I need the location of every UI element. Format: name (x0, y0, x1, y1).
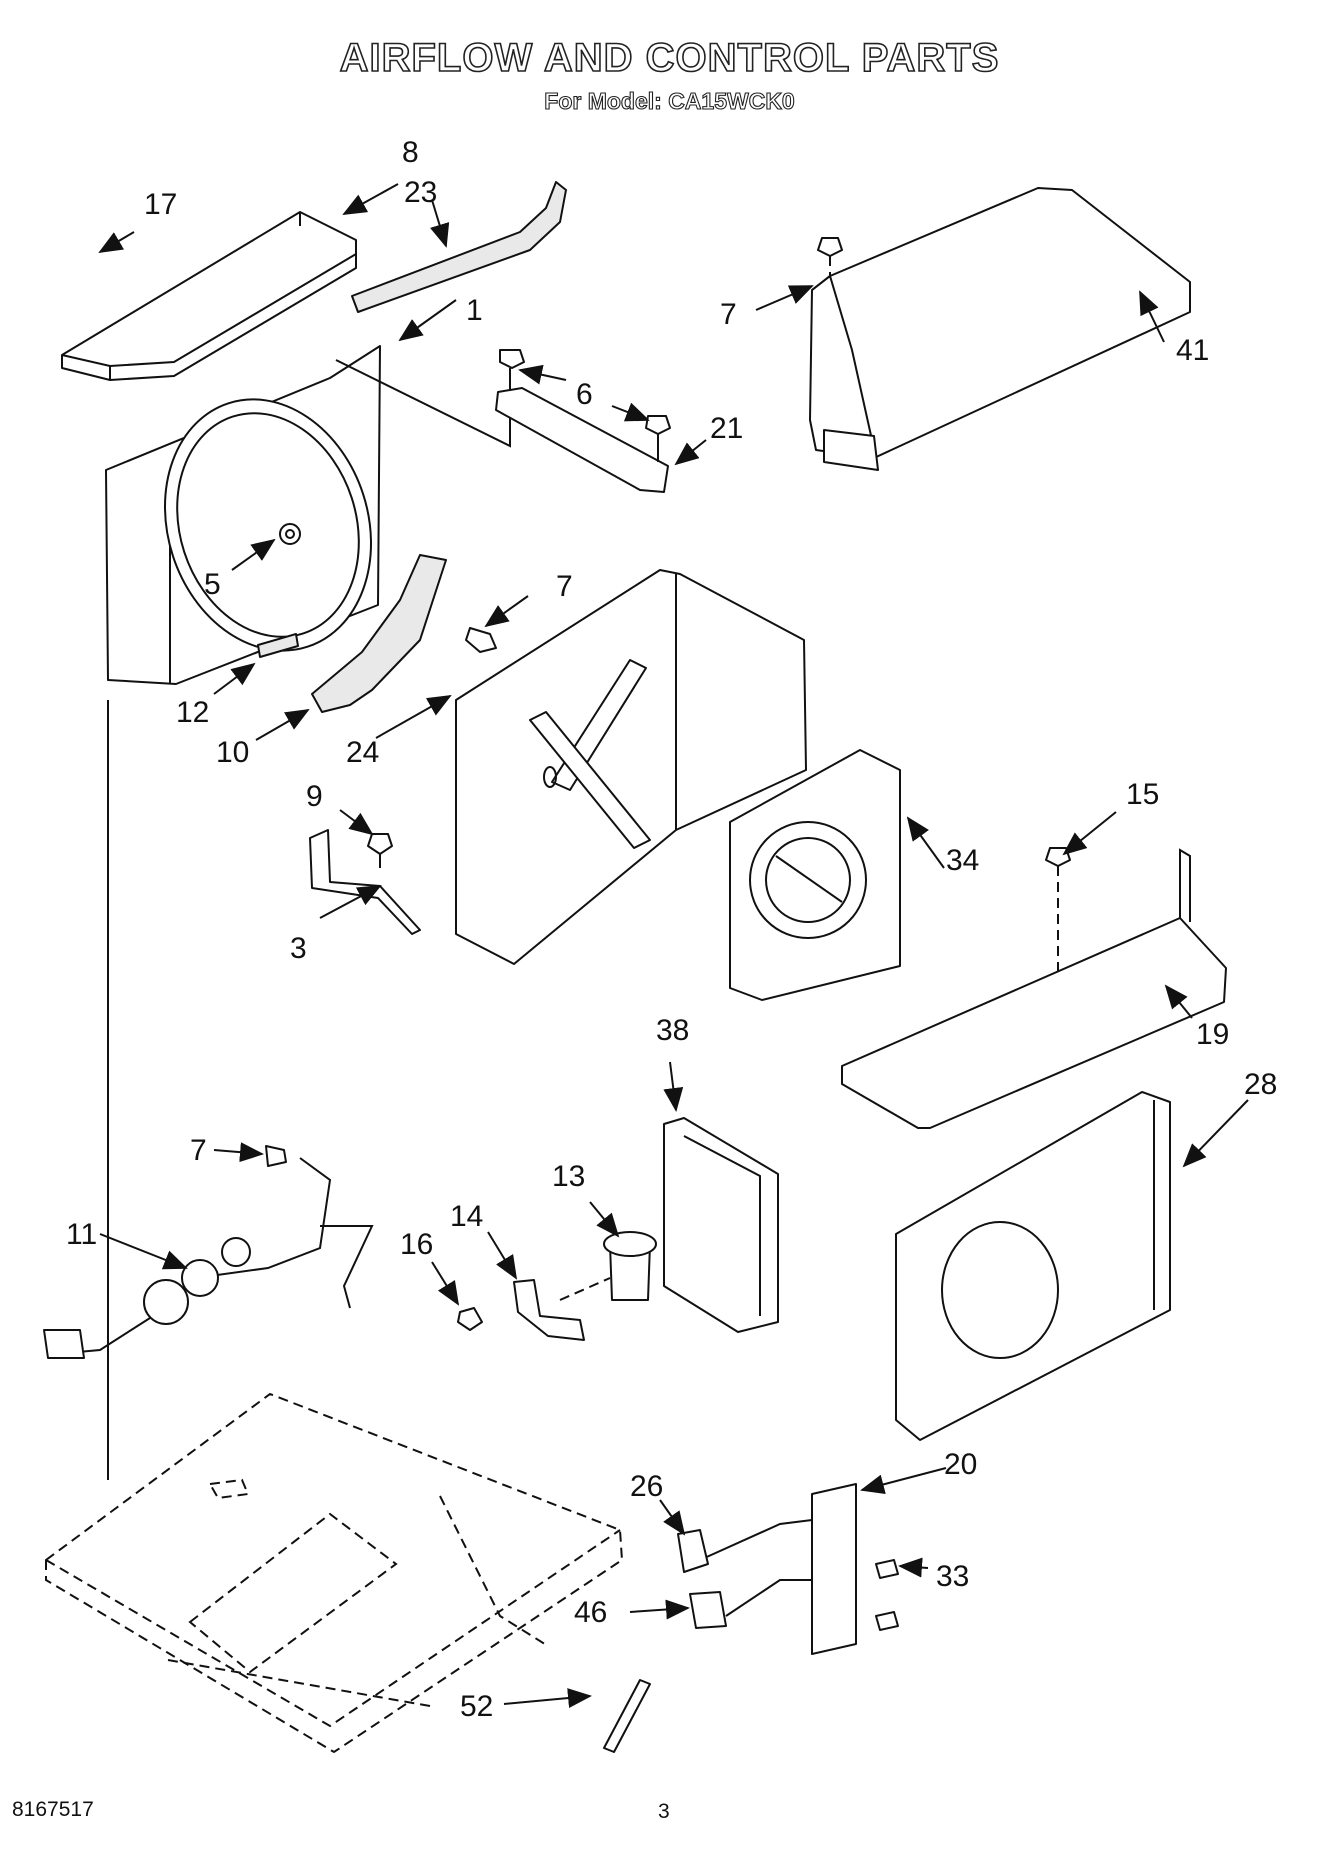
screw-part-6b (645, 415, 671, 462)
callout-11: 11 (66, 1218, 97, 1251)
control-plate-part-20 (699, 1483, 857, 1655)
callout-19: 19 (1196, 1018, 1229, 1051)
callout-10: 10 (216, 736, 249, 769)
top-cover-part-41 (809, 187, 1191, 471)
callout-7-mid: 7 (556, 570, 573, 603)
strap-part-21 (495, 387, 669, 493)
screw-part-9 (367, 833, 393, 868)
front-panel-part-28 (895, 1091, 1171, 1441)
screw-part-7-mid (465, 627, 497, 653)
capacitor-part-13 (603, 1231, 657, 1301)
control-bracket-part-38 (663, 1117, 779, 1333)
page-title: AIRFLOW AND CONTROL PARTS (339, 35, 1000, 81)
screw-part-7-cord (265, 1145, 287, 1167)
callout-23: 23 (404, 176, 437, 209)
switch-part-26 (677, 1529, 709, 1573)
callout-8: 8 (402, 136, 419, 169)
callout-34: 34 (946, 844, 979, 877)
callout-16: 16 (400, 1228, 433, 1261)
foam-strip-part-23 (351, 181, 567, 313)
callout-21: 21 (710, 412, 743, 445)
callout-17: 17 (144, 188, 177, 221)
callout-7-top: 7 (720, 298, 737, 331)
callout-14: 14 (450, 1200, 483, 1233)
tube-part-52 (603, 1679, 651, 1753)
partition-part-24 (455, 569, 807, 965)
screw-part-16 (457, 1307, 483, 1331)
callout-3: 3 (290, 932, 307, 965)
block-part-12 (257, 633, 299, 658)
callout-28: 28 (1244, 1068, 1277, 1101)
nut-part-5 (279, 523, 301, 545)
power-cord-part-11 (43, 1157, 374, 1359)
callout-1: 1 (466, 294, 483, 327)
switch-part-46 (689, 1591, 727, 1629)
callout-41: 41 (1176, 334, 1209, 367)
callout-15: 15 (1126, 778, 1159, 811)
callout-33: 33 (936, 1560, 969, 1593)
screw-part-7-top (817, 237, 843, 276)
screw-part-33a (875, 1559, 899, 1579)
base-pan (45, 1392, 624, 1754)
page-number: 3 (658, 1800, 670, 1823)
fan-shroud-part-1 (105, 345, 511, 685)
callout-46: 46 (574, 1596, 607, 1629)
callout-6: 6 (576, 378, 593, 411)
document-number: 8167517 (12, 1798, 94, 1821)
strap-part-14 (513, 1277, 611, 1341)
top-channel-part-8 (61, 211, 357, 381)
rail-part-19 (841, 848, 1227, 1129)
callout-52: 52 (460, 1690, 493, 1723)
callout-20: 20 (944, 1448, 977, 1481)
screw-part-33b (875, 1611, 899, 1631)
callout-7-cord: 7 (190, 1134, 207, 1167)
clip-part-3 (309, 829, 421, 935)
scroll-part-34 (729, 749, 901, 1001)
callout-5: 5 (204, 568, 221, 601)
screw-part-6a (499, 349, 525, 390)
model-subtitle: For Model: CA15WCK0 (544, 87, 796, 114)
callout-24: 24 (346, 736, 379, 769)
callout-13: 13 (552, 1160, 585, 1193)
shroud-bracket-part-10 (311, 554, 447, 713)
callout-12: 12 (176, 696, 209, 729)
callout-26: 26 (630, 1470, 663, 1503)
callout-9: 9 (306, 780, 323, 813)
callout-38: 38 (656, 1014, 689, 1047)
